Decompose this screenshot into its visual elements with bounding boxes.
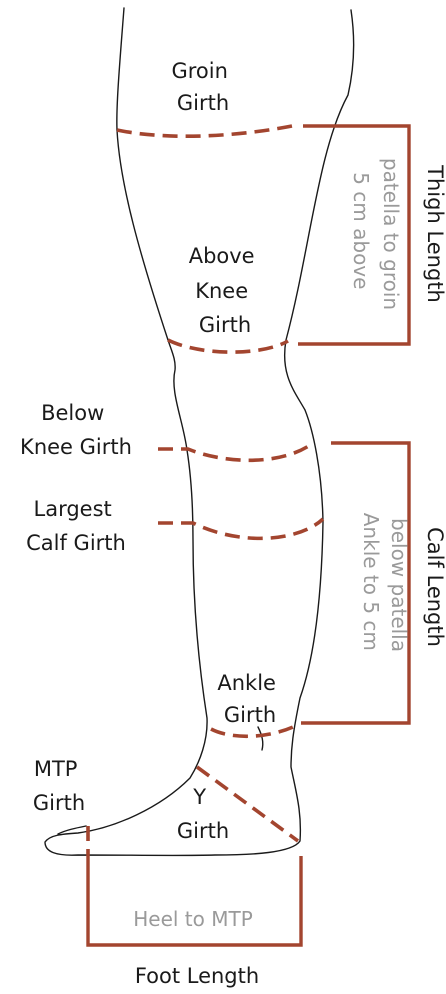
calf-length-note: Ankle to 5 cm below patella (359, 513, 411, 658)
thigh-length-note: 5 cm above patella to groin (349, 158, 403, 310)
mtp-girth-label: MTP Girth (33, 757, 85, 815)
largest-calf-girth-label: Largest Calf Girth (26, 497, 126, 555)
foot-length-title: Foot Length (135, 964, 259, 988)
thigh-length-title: Thigh Length (423, 164, 446, 303)
groin-girth-label: Groin Girth (171, 59, 234, 115)
below-knee-girth-label: Below Knee Girth (20, 401, 132, 459)
ankle-girth-line (211, 727, 293, 736)
foot-length-bracket (88, 856, 301, 945)
groin-girth-line (117, 126, 292, 136)
calf-length-title: Calf Length (423, 527, 446, 647)
foot-length-note: Heel to MTP (133, 907, 253, 931)
above-knee-girth-label: Above Knee Girth (189, 244, 262, 337)
largest-calf-girth-line (158, 519, 323, 538)
y-girth-label: Y Girth (177, 785, 229, 843)
ankle-girth-label: Ankle Girth (217, 671, 282, 727)
ankle-crease (258, 727, 263, 750)
above-knee-girth-line (168, 340, 288, 352)
below-knee-girth-line (158, 443, 313, 460)
